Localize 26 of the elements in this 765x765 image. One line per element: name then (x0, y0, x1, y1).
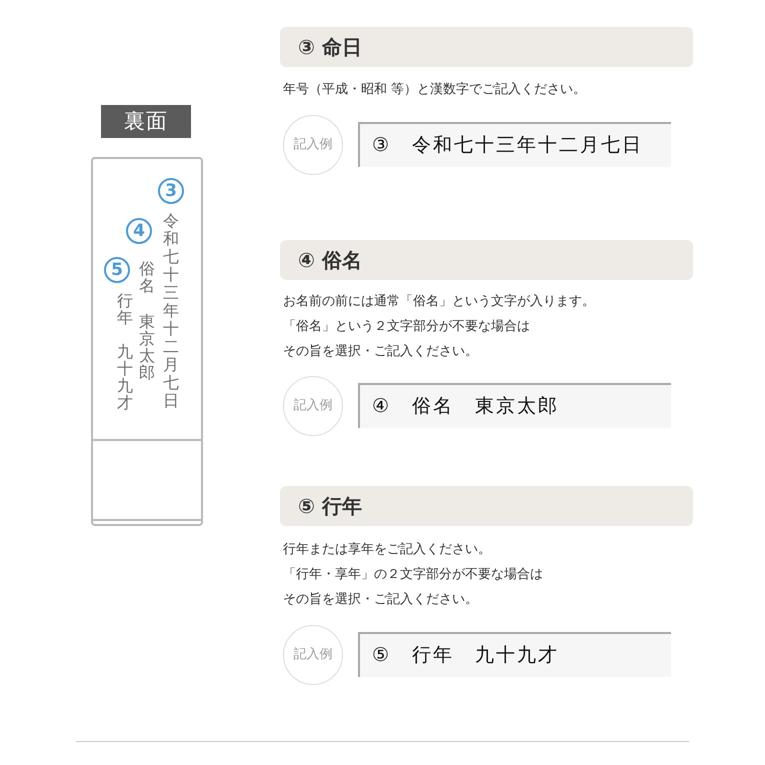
instruction-text: 年号（平成・昭和 等）と漢数字でご記入ください。 (283, 82, 586, 98)
instruction-text: その旨を選択・ご記入ください。 (283, 592, 478, 608)
example-badge: 記入例 (283, 625, 343, 685)
example-field: ④ 俗名 東京太郎 (358, 383, 671, 428)
instruction-text: 「俗名」という２文字部分が不要な場合は (283, 319, 530, 335)
instruction-text: その旨を選択・ご記入ください。 (283, 344, 478, 360)
inscription-text: 俗名 (138, 260, 156, 294)
section-header: ④ 俗名 (280, 240, 693, 280)
instruction-text: 行年または享年をご記入ください。 (283, 542, 491, 558)
number-badge: 4 (126, 218, 152, 244)
number-badge: 5 (104, 257, 130, 283)
instruction-text: 「行年・享年」の２文字部分が不要な場合は (283, 567, 543, 583)
example-badge: 記入例 (283, 376, 343, 436)
inscription-text: 令和七十三年十二月七日 (162, 212, 180, 410)
memorial-tablet (91, 157, 203, 526)
inscription-text: 行年 (116, 292, 134, 326)
example-badge: 記入例 (283, 115, 343, 175)
example-field: ③ 令和七十三年十二月七日 (358, 122, 671, 167)
section-header: ⑤ 行年 (280, 486, 693, 526)
instruction-text: お名前の前には通常「俗名」という文字が入ります。 (283, 294, 595, 310)
number-badge: 3 (158, 178, 184, 204)
example-field: ⑤ 行年 九十九才 (358, 632, 671, 677)
inscription-text: 東京太郎 (138, 313, 156, 381)
side-label: 裏面 (101, 105, 191, 138)
section-header: ③ 命日 (280, 27, 693, 67)
inscription-text: 九十九才 (116, 343, 134, 411)
